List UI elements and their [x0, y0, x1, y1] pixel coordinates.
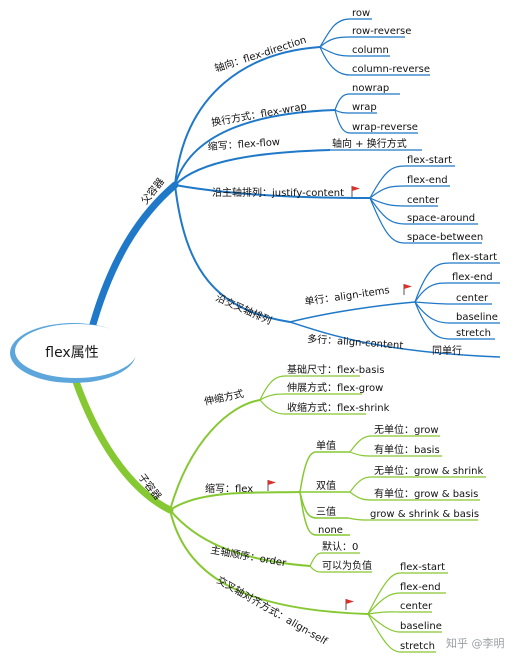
scale-label: 伸缩方式 — [203, 387, 245, 408]
order-item: 可以为负值 — [322, 559, 372, 572]
child-branch-lines — [68, 366, 486, 653]
justify-item: flex-start — [407, 155, 452, 166]
flag-icon — [403, 284, 412, 295]
align-items-label: 单行：align-items — [304, 283, 391, 308]
parent-branch-lines — [86, 18, 501, 358]
flex-single-label: 单值 — [316, 439, 336, 452]
align-items-item: stretch — [456, 328, 491, 339]
justify-item: space-around — [407, 213, 475, 224]
direction-item: column — [352, 45, 389, 56]
direction-label: 轴向：flex-direction — [213, 33, 308, 75]
wrap-item: wrap — [352, 102, 377, 113]
flex-double-label: 双值 — [316, 479, 336, 492]
wrap-label: 换行方式：flex-wrap — [210, 99, 307, 129]
flag-icon — [351, 186, 360, 197]
justify-label: 沿主轴排列：justify-content — [212, 186, 344, 199]
root-node: flex属性 — [10, 323, 137, 383]
align-self-item: baseline — [400, 621, 442, 632]
flex-double-item: 无单位：grow & shrink — [374, 464, 483, 477]
align-self-item: stretch — [400, 641, 435, 652]
flex-single-item: 有单位：basis — [374, 443, 440, 456]
justify-item: space-between — [407, 232, 483, 243]
justify-item: flex-end — [407, 175, 448, 186]
flex-triple-value: grow & shrink & basis — [370, 509, 479, 520]
flex-label: 缩写：flex — [205, 482, 253, 495]
flex-double-item: 有单位：grow & basis — [374, 487, 478, 500]
flag-icon — [267, 480, 276, 491]
align-items-item: center — [456, 293, 489, 304]
flow-value: 轴向 + 换行方式 — [332, 137, 407, 150]
cross-label: 沿交叉轴排列 — [214, 291, 274, 327]
wrap-item: nowrap — [352, 83, 389, 94]
scale-item: 收缩方式：flex-shrink — [287, 401, 390, 414]
align-content-label: 多行：align-content — [307, 332, 404, 352]
root-label: flex属性 — [45, 345, 98, 361]
scale-item: 伸展方式：flex-grow — [287, 381, 383, 394]
flex-none: none — [318, 525, 343, 536]
flag-icon — [345, 599, 354, 610]
flex-triple-label: 三值 — [316, 505, 336, 518]
align-items-item: baseline — [456, 312, 498, 323]
align-self-item: center — [400, 601, 433, 612]
justify-item: center — [407, 195, 440, 206]
direction-item: column-reverse — [352, 64, 430, 75]
flow-label: 缩写：flex-flow — [207, 135, 280, 153]
parent-label: 父容器 — [138, 175, 167, 207]
watermark: 知乎 @李明 — [446, 636, 505, 650]
scale-item: 基础尺寸：flex-basis — [287, 363, 384, 376]
order-label: 主轴顺序：order — [209, 543, 288, 569]
wrap-item: wrap-reverse — [352, 122, 418, 133]
direction-item: row — [352, 8, 370, 19]
direction-item: row-reverse — [352, 26, 411, 37]
align-items-item: flex-end — [452, 272, 493, 283]
order-item: 默认：0 — [322, 540, 358, 553]
align-content-value: 同单行 — [432, 344, 462, 357]
align-self-item: flex-end — [400, 582, 441, 593]
flex-single-item: 无单位：grow — [374, 423, 439, 436]
align-items-item: flex-start — [452, 252, 497, 263]
align-self-item: flex-start — [400, 562, 445, 573]
